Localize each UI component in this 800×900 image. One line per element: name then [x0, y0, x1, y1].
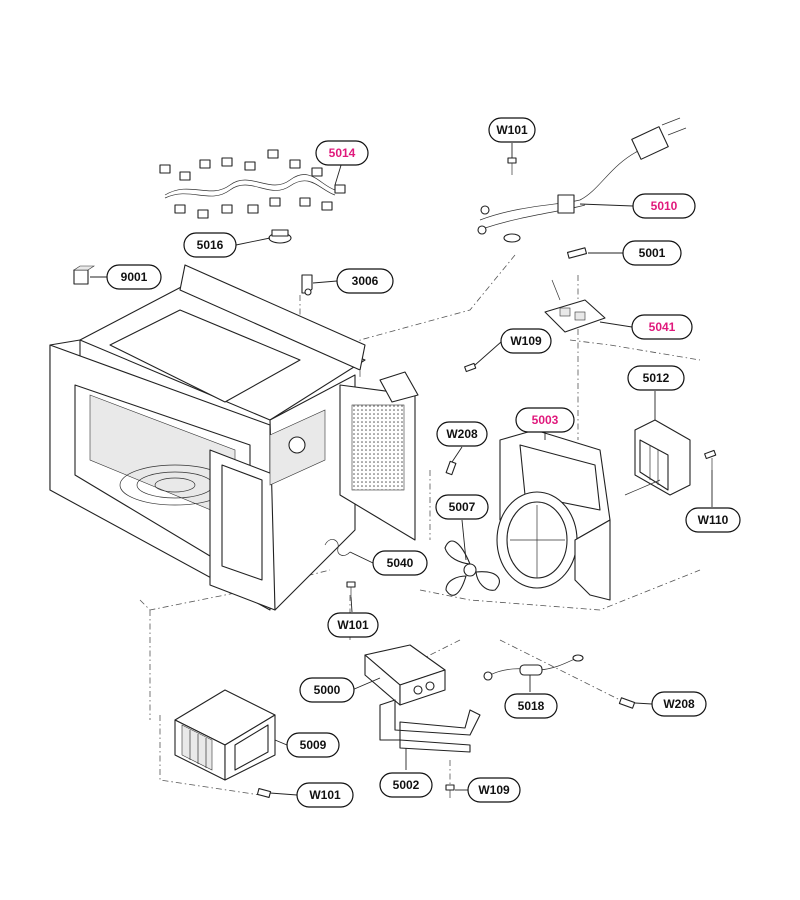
leader-lines — [90, 143, 713, 796]
callout-w101-mid: W101 — [327, 612, 379, 638]
back-panel — [339, 371, 419, 541]
callout-5007: 5007 — [435, 494, 489, 520]
svg-text:5009: 5009 — [300, 738, 327, 752]
callout-5001: 5001 — [622, 240, 682, 266]
callout-5002: 5002 — [379, 772, 433, 798]
oven-cavity — [49, 264, 366, 611]
thermostat-5016 — [268, 229, 292, 244]
svg-text:5018: 5018 — [518, 699, 545, 713]
callout-5018: 5018 — [504, 693, 558, 719]
svg-text:W101: W101 — [337, 618, 369, 632]
callout-w208-left: W208 — [436, 421, 488, 447]
svg-text:9001: 9001 — [121, 270, 148, 284]
callout-5003: 5003 — [515, 407, 575, 433]
screw-w101-mid — [346, 581, 356, 597]
callout-5000: 5000 — [299, 677, 355, 703]
callout-w110: W110 — [685, 507, 741, 533]
callout-w109-bottom: W109 — [467, 777, 521, 803]
screw-w109-top — [464, 362, 477, 373]
svg-text:W208: W208 — [446, 427, 478, 441]
callout-3006: 3006 — [336, 268, 394, 294]
wire-harness-5014 — [159, 149, 346, 219]
callout-9001: 9001 — [106, 264, 162, 290]
fan-blade-5007 — [444, 540, 500, 596]
callout-w109-top: W109 — [500, 328, 552, 354]
svg-text:W101: W101 — [309, 788, 341, 802]
fan-motor-5012 — [624, 419, 691, 496]
svg-text:5000: 5000 — [314, 683, 341, 697]
callout-w101-bottom: W101 — [296, 782, 354, 808]
svg-text:5040: 5040 — [387, 556, 414, 570]
callout-5014: 5014 — [315, 140, 369, 166]
svg-text:5041: 5041 — [649, 320, 676, 334]
svg-text:5014: 5014 — [329, 146, 356, 160]
callout-w101-top: W101 — [488, 117, 536, 143]
spring-5040 — [324, 539, 351, 556]
svg-text:5001: 5001 — [639, 246, 666, 260]
callout-5016: 5016 — [183, 232, 237, 258]
svg-text:5007: 5007 — [449, 500, 476, 514]
latch-3006 — [301, 274, 313, 296]
svg-text:W109: W109 — [478, 783, 510, 797]
svg-text:3006: 3006 — [352, 274, 379, 288]
fuse-5018 — [483, 654, 584, 681]
svg-text:5016: 5016 — [197, 238, 224, 252]
callout-5041: 5041 — [631, 314, 693, 340]
screw-w101-top — [507, 157, 517, 175]
svg-text:W109: W109 — [510, 334, 542, 348]
screw-w109-bottom — [445, 784, 455, 798]
magnetron-5009 — [174, 689, 276, 781]
svg-text:5010: 5010 — [651, 199, 678, 213]
callout-5012: 5012 — [627, 365, 685, 391]
power-cord-5010 — [477, 117, 687, 243]
callout-5010: 5010 — [632, 193, 696, 219]
fan-duct-5003 — [496, 429, 611, 601]
pcb-5041 — [544, 279, 606, 333]
capacitor-5000 — [364, 644, 446, 706]
callout-5009: 5009 — [286, 732, 340, 758]
callout-5040: 5040 — [372, 550, 428, 576]
svg-text:5012: 5012 — [643, 371, 670, 385]
svg-text:W101: W101 — [496, 123, 528, 137]
cap-9001 — [73, 265, 95, 285]
callout-w208-right: W208 — [651, 691, 707, 717]
svg-text:5003: 5003 — [532, 413, 559, 427]
screw-w101-bottom — [256, 787, 272, 799]
pin-5001 — [566, 247, 588, 259]
svg-text:W110: W110 — [698, 513, 729, 527]
bracket-5002 — [379, 699, 481, 753]
svg-text:5002: 5002 — [393, 778, 420, 792]
svg-text:W208: W208 — [663, 697, 695, 711]
screw-w110 — [704, 449, 717, 470]
screw-w208-left — [445, 460, 457, 476]
screw-w208-right — [618, 697, 636, 709]
